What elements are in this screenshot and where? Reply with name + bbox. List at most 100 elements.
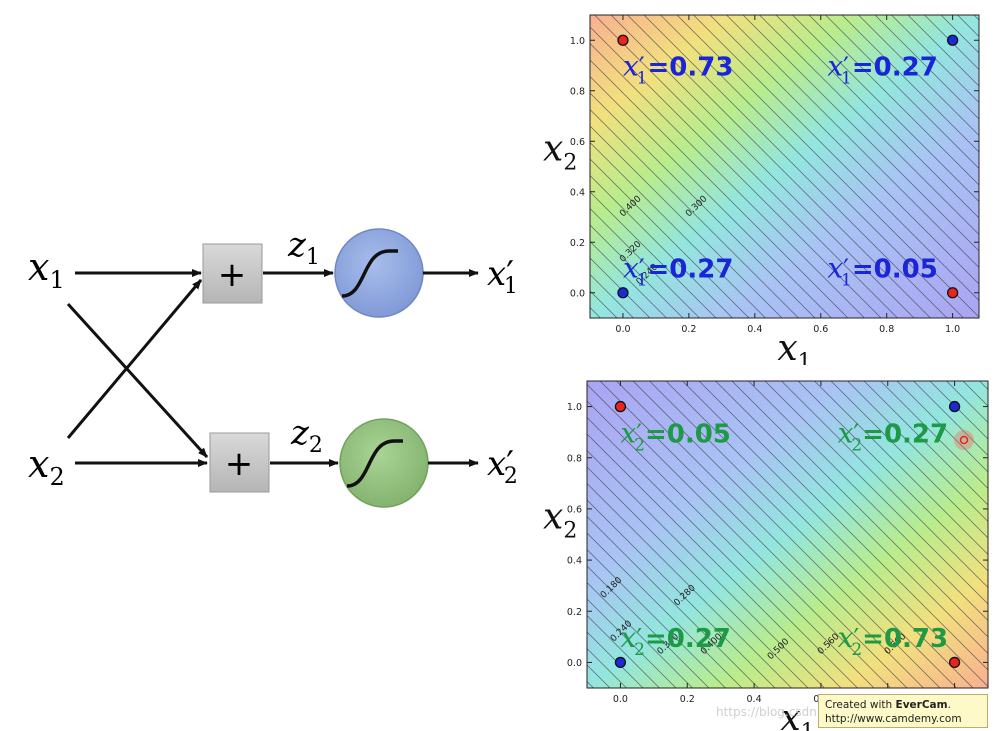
sum-node-1 [202,243,263,304]
x-axis-label: x1 [777,328,811,365]
contour-line [627,15,931,318]
network-diagram: x1 x2 + + z1 z2 x′1 x′2 [28,225,518,508]
contour-lines [590,15,979,318]
contour-line [587,483,792,688]
contour-line [590,158,750,318]
z2-label: z2 [290,413,323,458]
plot-frame [586,380,989,689]
x-tick-label: 0.0 [613,694,628,705]
sum-symbol-2: + [225,444,254,484]
contour-line [587,516,759,688]
contour-line [590,175,733,318]
contour-line [693,15,979,301]
contour-line [587,499,776,688]
y-tick-label: 1.0 [570,36,585,47]
y-tick-label: 0.2 [570,238,585,249]
y-tick-label: 0.8 [567,453,582,464]
y-tick-label: 0.6 [570,137,585,148]
sigmoid-curve-icon-2 [346,439,403,488]
contour-line [594,15,898,318]
sum-symbol-1: + [218,255,247,295]
contour-line [587,384,891,688]
edge-x2-sum1 [66,279,203,439]
output-value-annotation: x′2=0.73 [838,621,948,660]
contour-line [880,381,988,489]
contour-line [590,257,651,318]
z1-label: z1 [287,225,320,270]
contour-line [797,381,988,572]
contour-line [847,381,988,522]
output-value-annotation: x′1=0.73 [623,50,733,89]
contour-line [896,381,988,473]
contour-line [775,15,979,219]
contour-line [590,191,717,318]
contour-line [649,381,957,688]
contour-line [590,241,667,318]
contour-line [830,381,988,539]
output-value-annotation: x′1=0.05 [827,252,937,291]
contour-line [913,381,988,456]
blue-data-point [614,656,627,669]
y-tick-label: 0.0 [570,288,585,299]
red-data-point [948,656,961,669]
contour-line [792,15,979,202]
contour-line [587,466,809,688]
input-x1-label: x1 [28,245,65,294]
contour-line [587,631,644,688]
contour-line [616,381,924,688]
red-data-point [617,34,629,46]
contour-line [814,381,988,555]
output-value-annotation: x′2=0.27 [838,416,948,455]
contour-line [676,15,979,318]
contour-line [660,15,964,318]
contour-line [590,224,684,318]
contour-line [599,381,908,688]
output-value-annotation: x′1=0.27 [623,252,733,291]
y-tick-label: 0.8 [570,86,585,97]
contour-line [587,417,858,688]
blue-data-point [948,400,961,413]
contour-line [858,15,979,136]
contour-line [907,15,979,87]
y-tick-label: 0.6 [567,504,582,515]
output-value-annotation: x′2=0.27 [620,621,730,660]
contour-line [665,381,974,688]
contour-line [808,15,979,186]
contour-line [682,381,988,687]
contour-line [590,76,832,318]
contour-line [742,15,979,252]
contour-line [590,125,783,318]
contour-line [764,381,988,605]
cursor-highlight-ring [959,435,969,445]
contour-line [610,15,915,318]
contour-line [590,92,816,318]
contour-line [781,381,988,588]
contour-line [587,549,726,688]
contour-line [590,109,799,318]
contour-line [825,15,979,169]
contour-line [709,15,979,285]
contour-line [863,381,988,506]
contour-line [590,142,766,318]
sum-node-2 [209,432,270,493]
contour-line [929,381,988,440]
x-tick-label: 1.0 [945,324,960,335]
contour-line [632,381,941,688]
sigmoid-neuron-1 [334,228,424,318]
contour-line [590,208,700,318]
blue-data-point [617,287,629,299]
y-tick-label: 0.2 [567,607,582,618]
x-tick-label: 0.4 [747,324,762,335]
contour-line [590,43,865,318]
contour-line [587,450,825,688]
x-tick-label: 0.8 [879,324,894,335]
contour-line [891,15,979,103]
contour-line [759,15,979,235]
y-tick-label: 0.4 [567,556,582,567]
contour-line [587,615,660,688]
contour-line [590,26,882,318]
contour-line [698,381,988,671]
contour-line [587,400,875,688]
x-tick-label: 0.4 [747,694,762,705]
